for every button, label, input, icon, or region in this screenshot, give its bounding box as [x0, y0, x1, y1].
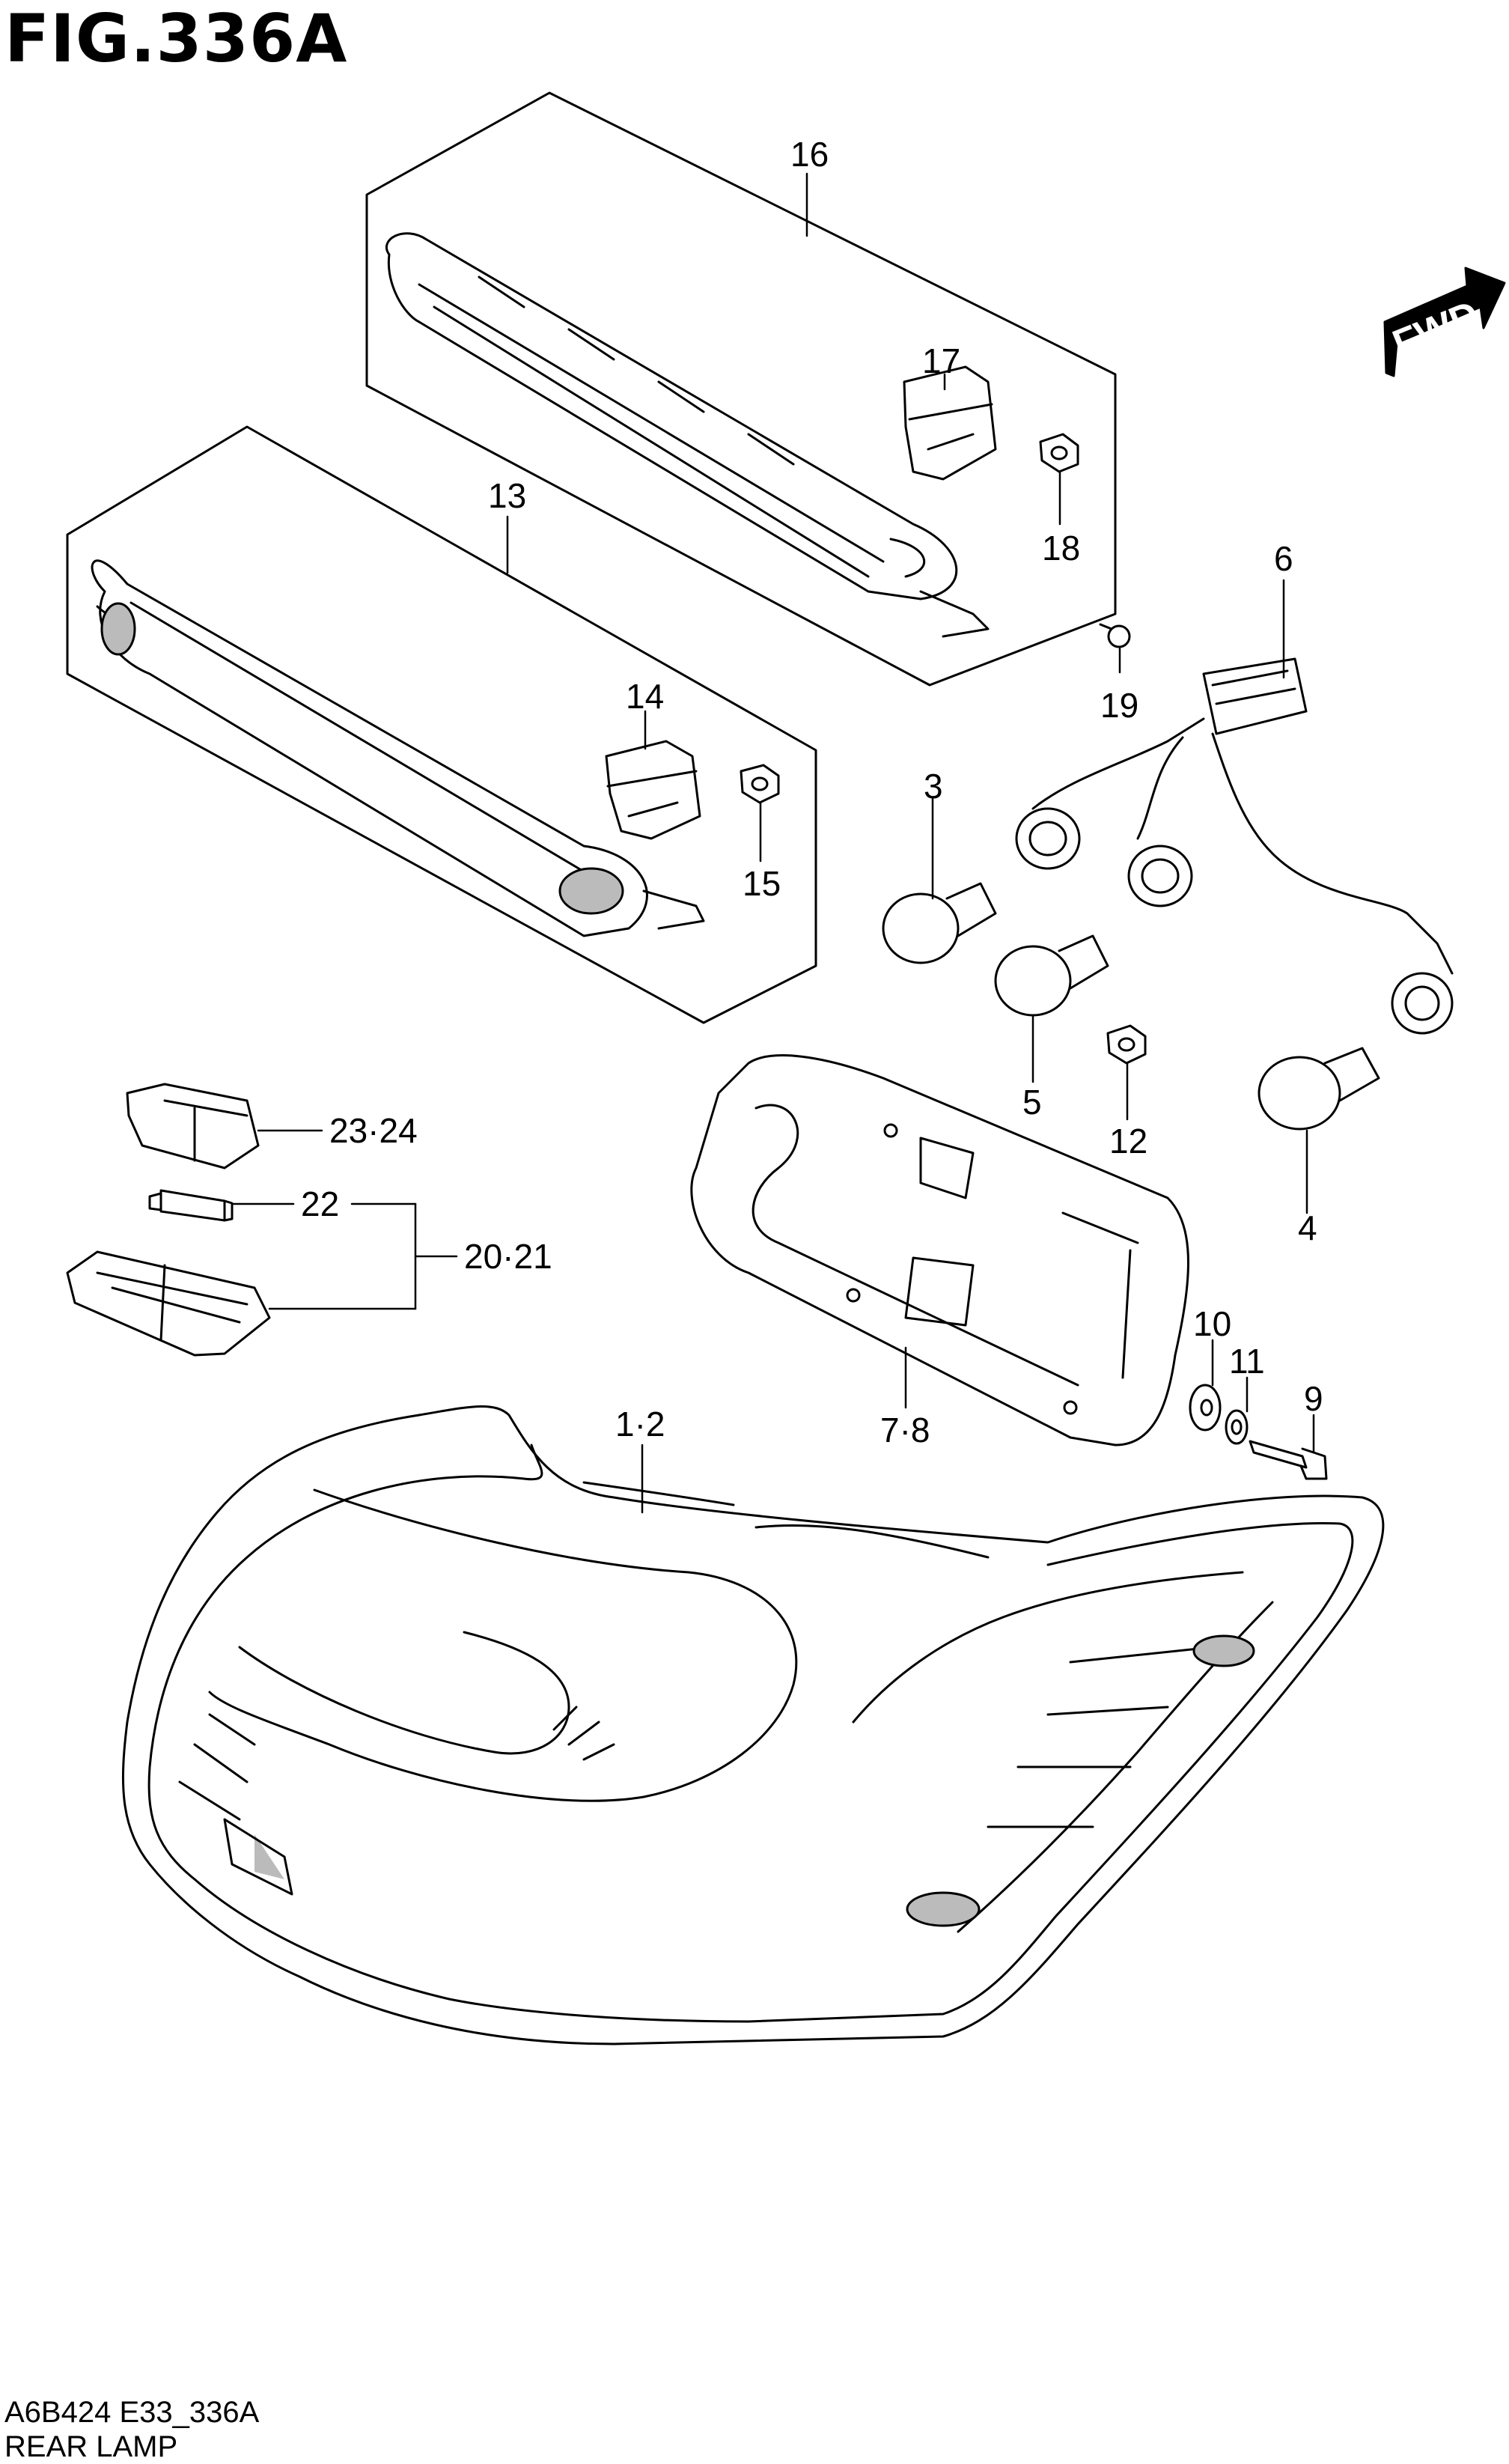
- part-6-harness: [1015, 657, 1454, 1035]
- callout-9: 9: [1304, 1379, 1323, 1418]
- part-17-socket: [903, 365, 997, 481]
- callout-14: 14: [626, 677, 664, 716]
- callout-4: 4: [1298, 1208, 1317, 1247]
- harness-socket-c: [1391, 972, 1454, 1035]
- callout-18: 18: [1042, 529, 1080, 568]
- part-3-bulb: [882, 882, 997, 964]
- part-16-lamp: [385, 232, 958, 600]
- callout-15: 15: [743, 864, 781, 903]
- leader-lines: [232, 172, 1315, 1514]
- part-14-socket: [605, 740, 701, 840]
- figure-title: FIG.336A: [4, 0, 348, 77]
- part-18-nut: [1039, 433, 1079, 473]
- part-9-bolt: [1249, 1440, 1328, 1480]
- callout-17: 17: [922, 341, 960, 380]
- callout-13: 13: [488, 476, 526, 515]
- callout-11: 11: [1229, 1342, 1265, 1381]
- callout-7-8: 7·8: [880, 1411, 930, 1449]
- callout-12: 12: [1109, 1122, 1147, 1160]
- harness-socket-b: [1127, 845, 1193, 907]
- part-4-bulb: [1258, 1047, 1380, 1131]
- callout-5: 5: [1022, 1083, 1042, 1122]
- callout-23-24: 23·24: [329, 1111, 418, 1150]
- part-10-washer: [1189, 1384, 1222, 1432]
- part-7-8-gasket: [690, 1054, 1189, 1447]
- part-5-bulb: [994, 934, 1109, 1017]
- callout-16: 16: [790, 135, 829, 174]
- callout-10: 10: [1193, 1304, 1231, 1343]
- part-13-box: [66, 425, 817, 1024]
- figure-code: A6B424 E33_336A: [4, 2396, 260, 2429]
- part-12-nut: [1106, 1024, 1147, 1065]
- fwd-arrow-icon: [1383, 267, 1506, 377]
- callout-1-2: 1·2: [615, 1405, 665, 1444]
- part-20-21-lamp: [66, 1250, 271, 1357]
- figure-name: REAR LAMP: [4, 2430, 178, 2463]
- part-23-24-socket: [126, 1083, 260, 1169]
- callout-6: 6: [1274, 539, 1293, 578]
- harness-socket-a: [1015, 807, 1081, 870]
- callout-3: 3: [924, 767, 943, 806]
- callout-22: 22: [301, 1184, 339, 1223]
- part-19-screw: [1099, 623, 1131, 648]
- part-22-bulb: [148, 1189, 234, 1222]
- part-16-box: [365, 91, 1117, 687]
- part-1-2-lamp: [121, 1405, 1385, 2045]
- callout-20-21: 20·21: [464, 1237, 552, 1276]
- part-11-washer: [1225, 1409, 1249, 1445]
- part-15-nut: [740, 764, 780, 804]
- callout-19: 19: [1100, 686, 1138, 725]
